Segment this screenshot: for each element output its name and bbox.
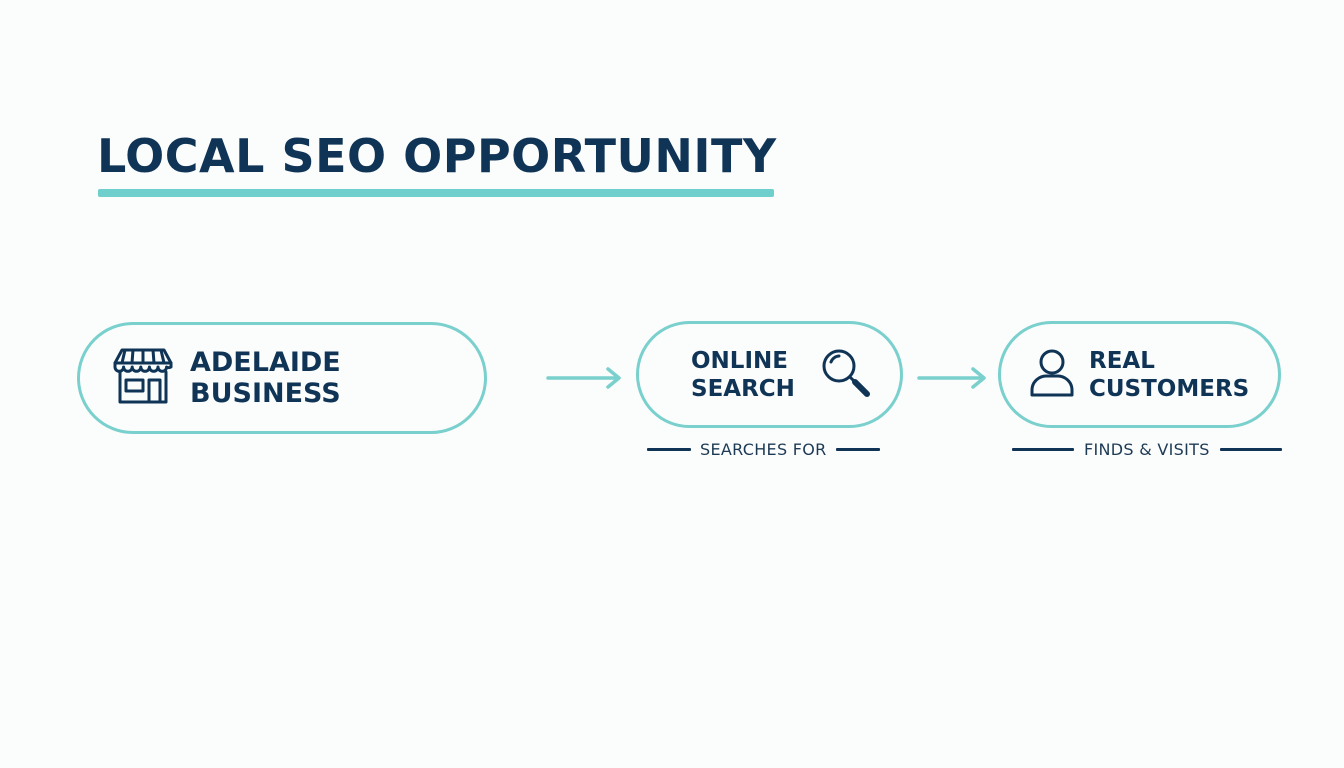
node-label: ADELAIDE BUSINESS (190, 347, 341, 409)
node-label-line1: REAL (1089, 347, 1155, 374)
node-label-line2: BUSINESS (190, 378, 341, 409)
person-icon (1029, 348, 1075, 402)
node-adelaide-business: ADELAIDE BUSINESS (77, 322, 487, 434)
node-label-line1: ONLINE (691, 347, 788, 374)
node-label: ONLINE SEARCH (691, 347, 795, 403)
label-rule-left (1012, 448, 1074, 451)
node-label-line2: CUSTOMERS (1089, 375, 1250, 402)
edge-label-text: SEARCHES FOR (700, 440, 827, 459)
label-rule-right (1219, 448, 1282, 451)
diagram-title: LOCAL SEO OPPORTUNITY (97, 129, 777, 183)
arrow-connector (546, 367, 621, 389)
title-underline (98, 189, 774, 197)
arrow-connector (917, 367, 986, 389)
node-label: REAL CUSTOMERS (1089, 347, 1249, 403)
edge-label-finds-visits: FINDS & VISITS (1012, 440, 1282, 459)
node-online-search: ONLINE SEARCH (636, 321, 903, 428)
magnifier-icon (819, 346, 873, 404)
node-label-line2: SEARCH (691, 375, 795, 402)
edge-label-text: FINDS & VISITS (1084, 440, 1210, 459)
label-rule-right (835, 448, 880, 451)
storefront-icon (112, 347, 174, 409)
edge-label-searches-for: SEARCHES FOR (647, 440, 880, 459)
label-rule-left (647, 448, 691, 451)
node-real-customers: REAL CUSTOMERS (998, 321, 1281, 428)
node-label-line1: ADELAIDE (190, 347, 341, 378)
